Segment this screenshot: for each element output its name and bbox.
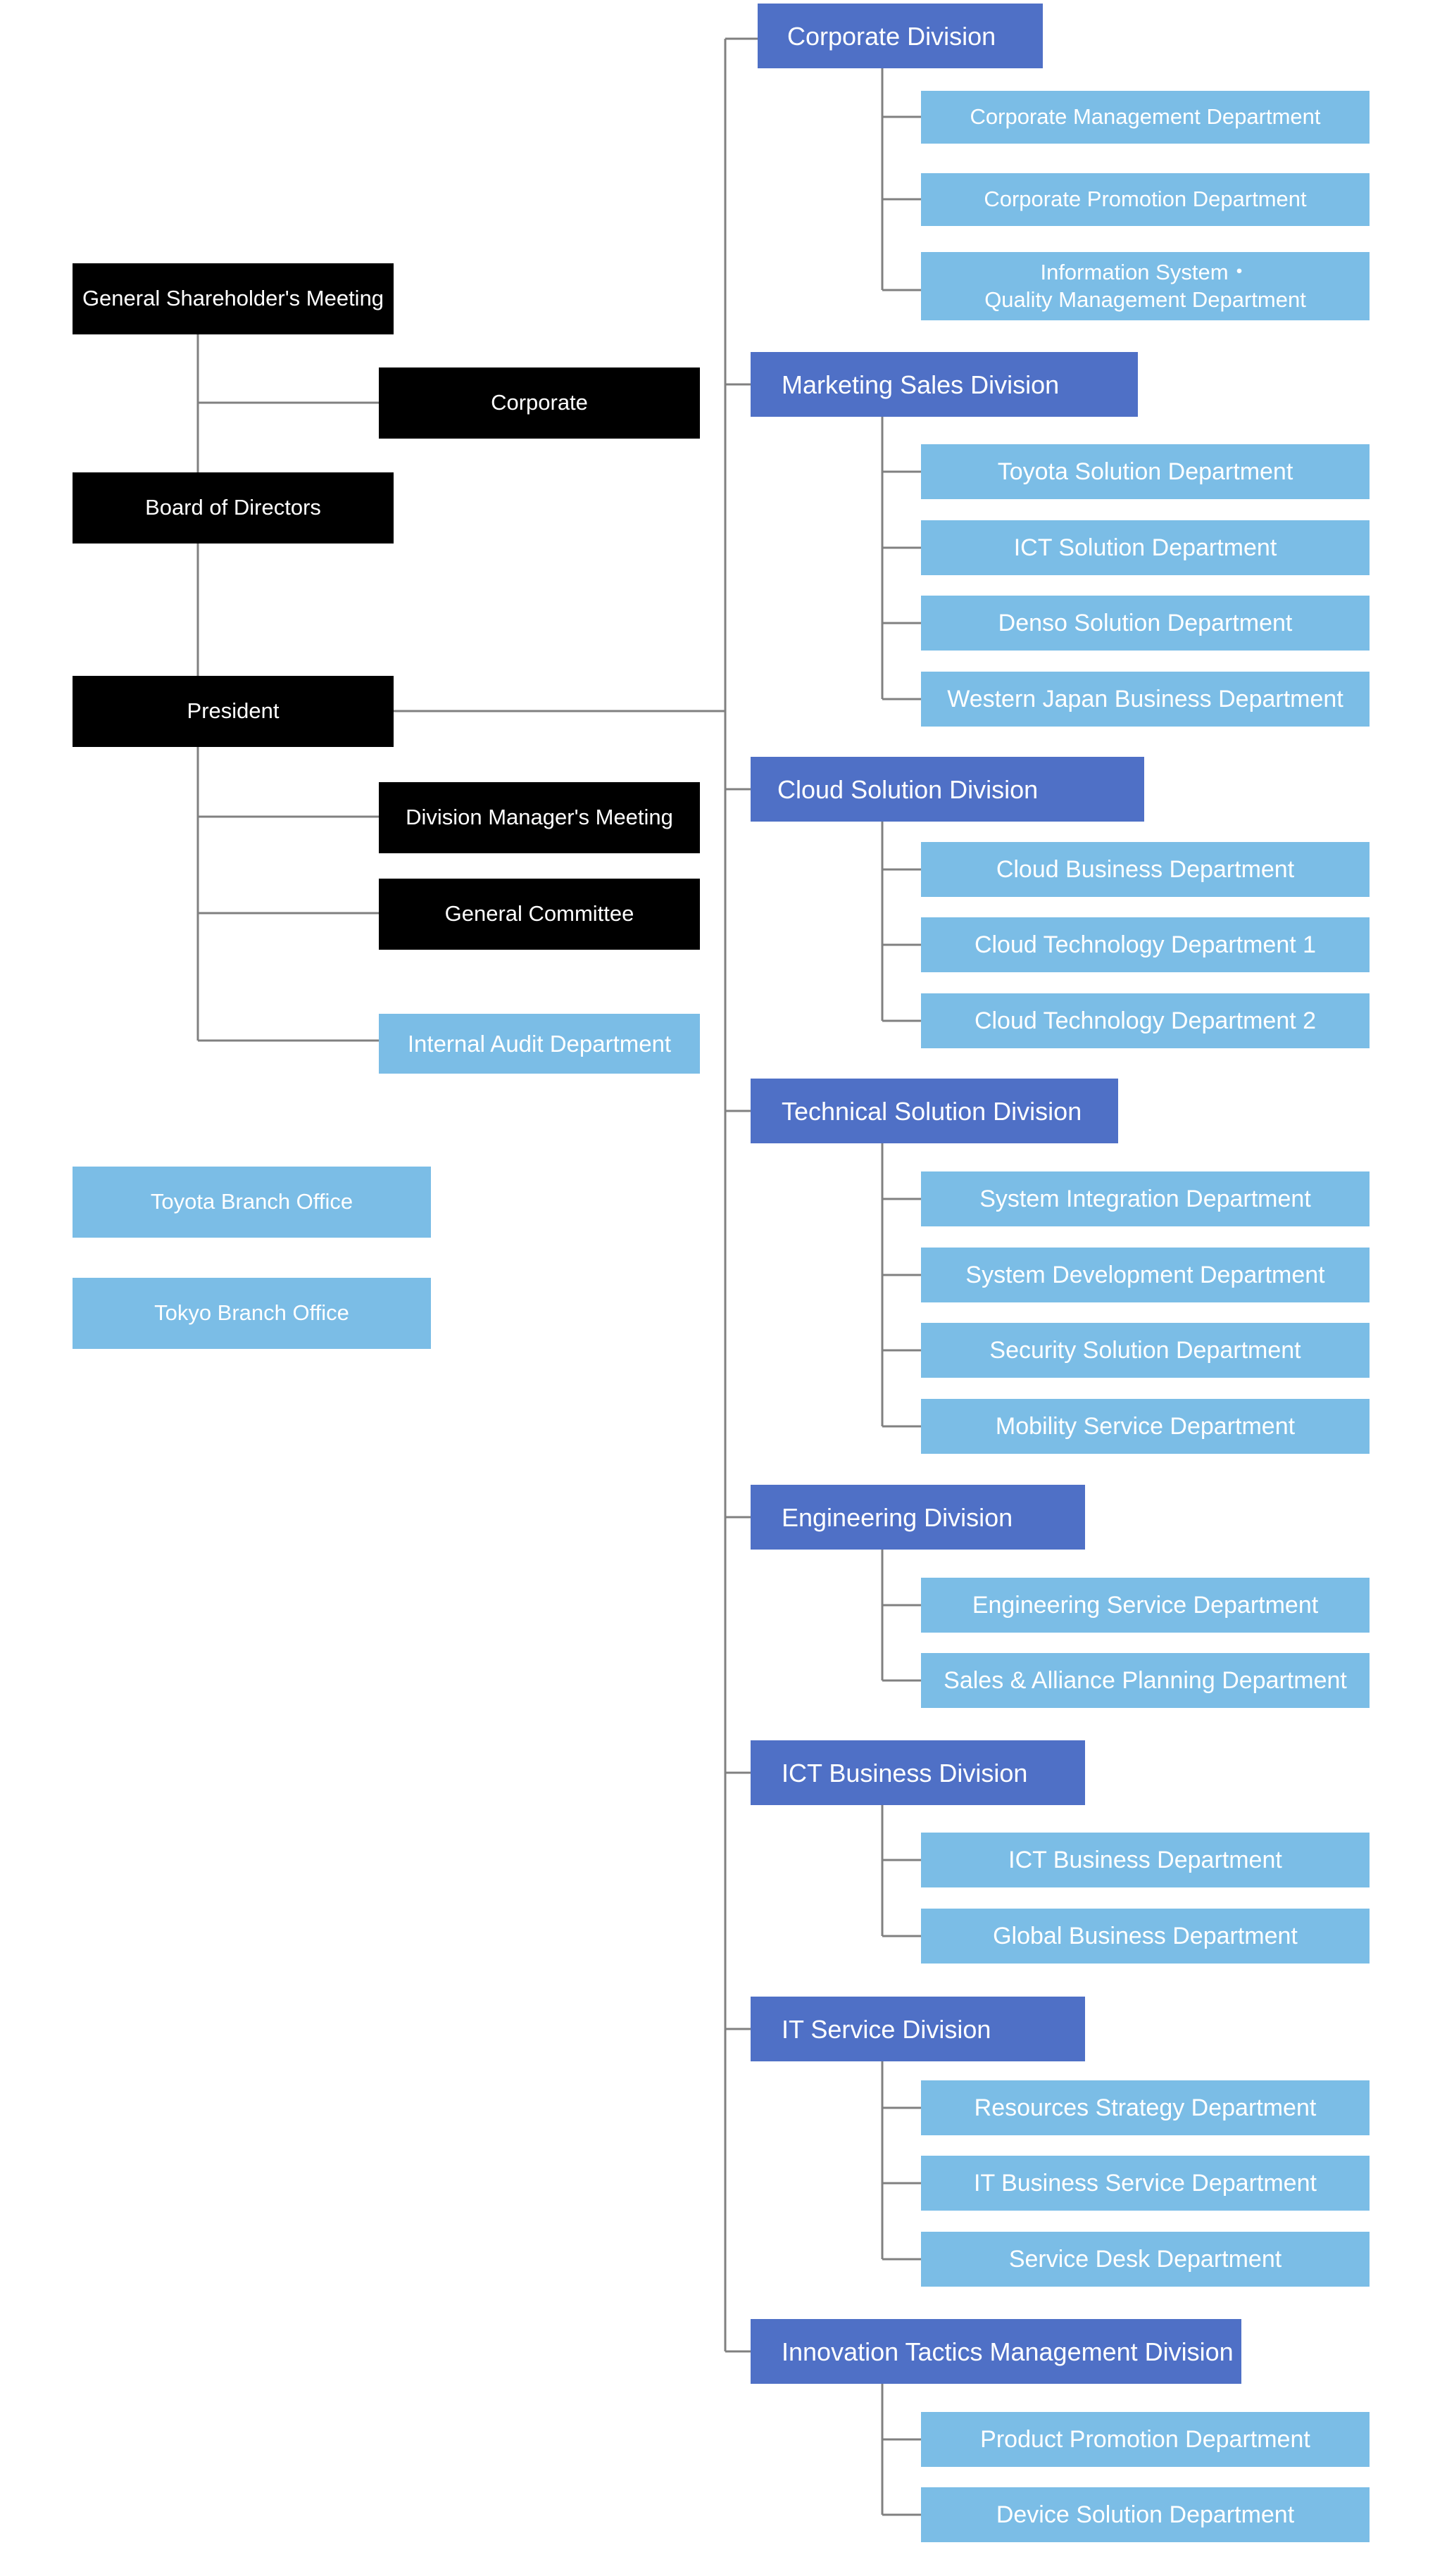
shareholders-meeting-box: General Shareholder's Meeting: [73, 263, 394, 334]
department-label: Engineering Service Department: [972, 1591, 1319, 1619]
department-box: Resources Strategy Department: [921, 2080, 1370, 2135]
it-service-division-box: IT Service Division: [751, 1997, 1085, 2061]
department-label: System Integration Department: [979, 1185, 1311, 1212]
division-managers-meeting-label: Division Manager's Meeting: [406, 805, 673, 830]
toyota-branch-label: Toyota Branch Office: [150, 1189, 353, 1214]
corporate-label: Corporate: [491, 390, 588, 415]
department-label: IT Business Service Department: [974, 2169, 1317, 2197]
department-box: Global Business Department: [921, 1909, 1370, 1964]
department-label: Information System・: [1040, 259, 1251, 284]
department-label: Mobility Service Department: [995, 1412, 1296, 1440]
internal-audit-label: Internal Audit Department: [407, 1030, 672, 1057]
marketing-sales-division-box: Marketing Sales Division: [751, 352, 1138, 417]
department-label: Resources Strategy Department: [974, 2094, 1317, 2121]
department-label: Service Desk Department: [1008, 2245, 1282, 2273]
department-label: Toyota Solution Department: [997, 458, 1293, 485]
department-label: Sales & Alliance Planning Department: [944, 1666, 1347, 1694]
department-label: ICT Solution Department: [1013, 534, 1277, 561]
division-label: Cloud Solution Division: [777, 774, 1039, 804]
department-box: Engineering Service Department: [921, 1578, 1370, 1633]
department-label: Device Solution Department: [996, 2501, 1295, 2528]
cloud-solution-division-box: Cloud Solution Division: [751, 757, 1144, 822]
department-box: Information System・ Quality Management D…: [921, 252, 1370, 320]
department-label: Cloud Business Department: [996, 855, 1295, 883]
division-label: IT Service Division: [782, 2014, 991, 2044]
department-box: Cloud Technology Department 2: [921, 993, 1370, 1048]
department-box: Mobility Service Department: [921, 1399, 1370, 1454]
department-box: Security Solution Department: [921, 1323, 1370, 1378]
department-box: ICT Solution Department: [921, 520, 1370, 575]
department-label: Quality Management Department: [984, 287, 1306, 312]
department-box: Corporate Promotion Department: [921, 173, 1370, 226]
technical-solution-division-box: Technical Solution Division: [751, 1079, 1118, 1143]
innovation-tactics-division-box: Innovation Tactics Management Division: [751, 2319, 1241, 2384]
division-managers-meeting-box: Division Manager's Meeting: [379, 782, 700, 853]
department-box: Product Promotion Department: [921, 2412, 1370, 2467]
president-box: President: [73, 676, 394, 747]
board-of-directors-label: Board of Directors: [145, 495, 321, 520]
department-label: Security Solution Department: [989, 1336, 1301, 1364]
department-box: ICT Business Department: [921, 1833, 1370, 1887]
shareholders-meeting-label: General Shareholder's Meeting: [82, 286, 384, 311]
department-label: Corporate Promotion Department: [984, 187, 1307, 212]
department-box: Cloud Business Department: [921, 842, 1370, 897]
department-label: Cloud Technology Department 2: [974, 1007, 1317, 1034]
department-box: Corporate Management Department: [921, 91, 1370, 144]
department-label: System Development Department: [965, 1261, 1325, 1288]
division-label: Marketing Sales Division: [782, 370, 1060, 399]
division-label: Technical Solution Division: [782, 1096, 1082, 1126]
department-box: Service Desk Department: [921, 2232, 1370, 2287]
department-box: Cloud Technology Department 1: [921, 917, 1370, 972]
internal-audit-box: Internal Audit Department: [379, 1014, 700, 1074]
department-box: System Integration Department: [921, 1171, 1370, 1226]
board-of-directors-box: Board of Directors: [73, 472, 394, 544]
department-label: Global Business Department: [993, 1922, 1298, 1949]
corporate-box: Corporate: [379, 367, 700, 439]
division-label: Innovation Tactics Management Division: [782, 2337, 1234, 2366]
department-label: ICT Business Department: [1008, 1846, 1282, 1873]
department-label: Western Japan Business Department: [947, 685, 1343, 712]
department-label: Product Promotion Department: [980, 2425, 1310, 2453]
department-box: Device Solution Department: [921, 2487, 1370, 2542]
department-label: Cloud Technology Department 1: [974, 931, 1317, 958]
toyota-branch-box: Toyota Branch Office: [73, 1167, 431, 1238]
division-label: ICT Business Division: [782, 1758, 1028, 1788]
general-committee-label: General Committee: [444, 901, 634, 926]
department-box: Sales & Alliance Planning Department: [921, 1653, 1370, 1708]
department-box: Toyota Solution Department: [921, 444, 1370, 499]
department-label: Denso Solution Department: [998, 609, 1293, 636]
department-box: Western Japan Business Department: [921, 672, 1370, 727]
ict-business-division-box: ICT Business Division: [751, 1740, 1085, 1805]
division-label: Engineering Division: [782, 1502, 1013, 1532]
general-committee-box: General Committee: [379, 879, 700, 950]
president-label: President: [187, 698, 280, 724]
department-box: System Development Department: [921, 1248, 1370, 1302]
department-label: Corporate Management Department: [970, 104, 1321, 130]
tokyo-branch-box: Tokyo Branch Office: [73, 1278, 431, 1349]
department-box: IT Business Service Department: [921, 2156, 1370, 2211]
engineering-division-box: Engineering Division: [751, 1485, 1085, 1550]
division-label: Corporate Division: [787, 21, 996, 51]
department-box: Denso Solution Department: [921, 596, 1370, 651]
tokyo-branch-label: Tokyo Branch Office: [154, 1300, 349, 1326]
corporate-division-box: Corporate Division: [758, 4, 1043, 68]
